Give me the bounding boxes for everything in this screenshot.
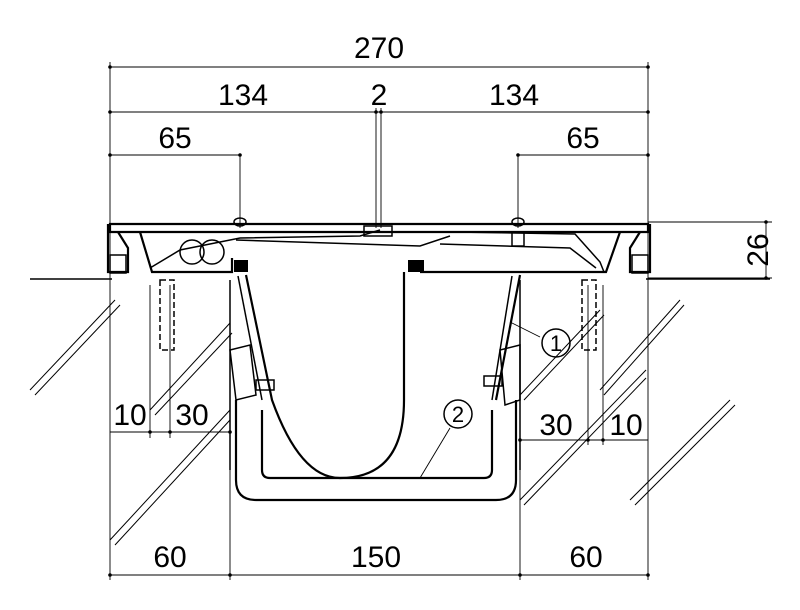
callout-2: 2	[419, 399, 473, 479]
dim-bolt-left: 65	[158, 122, 191, 155]
callout-1-label: 1	[550, 331, 562, 356]
dim-edge-right: 10	[609, 409, 642, 442]
concrete-hatching	[29, 299, 736, 546]
dim-height: 26	[742, 233, 775, 266]
dim-half-left: 134	[218, 79, 268, 112]
dim-total-width: 270	[354, 32, 404, 65]
dimension-lines	[108, 62, 772, 580]
dim-bolt-right: 65	[566, 122, 599, 155]
callout-1: 1	[509, 321, 571, 358]
anchor-bolts	[159, 279, 597, 351]
seal-profile-2	[234, 272, 522, 502]
dim-bottom-center: 150	[351, 541, 401, 574]
dim-anchor-right: 30	[539, 409, 572, 442]
callout-2-label: 2	[452, 402, 464, 427]
cover-plate-assembly	[106, 217, 652, 274]
dim-bottom-left: 60	[153, 541, 186, 574]
blockout-walls	[229, 280, 521, 470]
dim-edge-left: 10	[113, 399, 146, 432]
dim-anchor-left: 30	[175, 399, 208, 432]
bracket-1	[229, 344, 521, 407]
dimension-labels: 270 134 2 134 65 65 26 10 30 30 10 60 15…	[113, 32, 775, 574]
dim-bottom-right: 60	[569, 541, 602, 574]
dim-half-right: 134	[489, 79, 539, 112]
dim-gap: 2	[371, 79, 388, 112]
